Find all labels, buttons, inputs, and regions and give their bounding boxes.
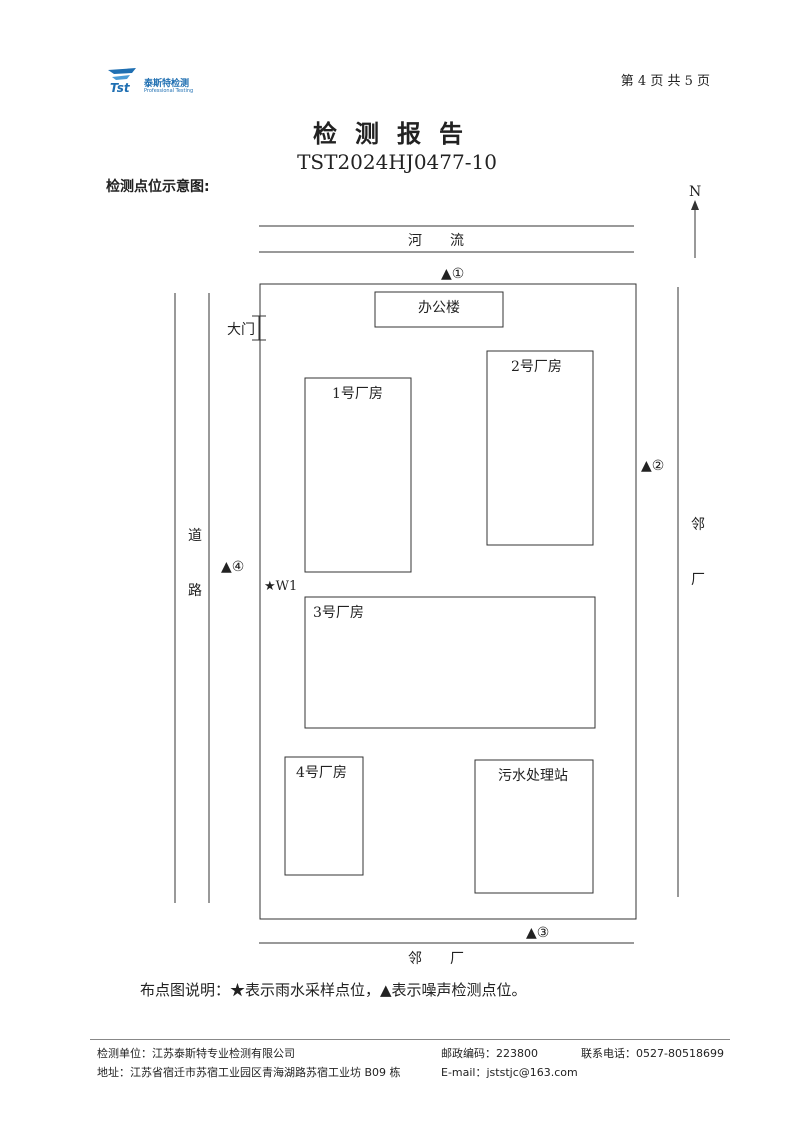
south-neighbor-label: 邻 厂	[408, 951, 464, 967]
sewage-station-label: 污水处理站	[498, 768, 568, 784]
noise-point-1: ▲①	[441, 266, 464, 282]
road-label-2: 路	[188, 583, 202, 599]
rain-sampling-point: ★W1	[264, 579, 297, 594]
noise-point-3: ▲③	[526, 925, 549, 941]
east-neighbor-label-2: 厂	[691, 572, 705, 588]
logo-mark-icon: Tst	[108, 68, 136, 94]
north-label: N	[689, 184, 701, 200]
plant-4-label: 4号厂房	[296, 765, 347, 781]
plant-3-label: 3号厂房	[313, 605, 364, 621]
footer-address: 地址：江苏省宿迁市苏宿工业园区青海湖路苏宿工业坊 B09 栋	[97, 1066, 401, 1079]
office-building	[374, 291, 504, 328]
logo-cn-text: 泰斯特检测	[144, 79, 190, 89]
plant-1-building	[304, 377, 412, 573]
footer-email: E-mail：jststjc@163.com	[441, 1066, 578, 1079]
page-info: 第 4 页 共 5 页	[620, 74, 710, 89]
section-label: 检测点位示意图:	[106, 179, 210, 195]
plant-3-building	[304, 596, 596, 729]
river-label: 河 流	[408, 233, 464, 249]
noise-point-4: ▲④	[221, 559, 244, 575]
site-boundary	[259, 283, 637, 920]
report-title: 检测报告	[313, 120, 481, 148]
legend-note: 布点图说明：★表示雨水采样点位，▲表示噪声检测点位。	[140, 981, 527, 999]
footer-divider	[90, 1039, 730, 1040]
logo-en-text: Professional Testing	[144, 88, 194, 94]
office-label: 办公楼	[418, 300, 460, 316]
road-label-1: 道	[188, 528, 202, 544]
noise-point-2: ▲②	[641, 458, 664, 474]
logo-mark-text: Tst	[110, 81, 131, 94]
footer-postcode: 邮政编码：223800	[441, 1047, 538, 1060]
north-arrow-icon	[691, 200, 699, 210]
footer-unit: 检测单位：江苏泰斯特专业检测有限公司	[97, 1047, 295, 1060]
plant-1-label: 1号厂房	[332, 386, 383, 402]
plant-2-label: 2号厂房	[511, 359, 562, 375]
report-number: TST2024HJ0477-10	[297, 150, 497, 174]
sewage-station-building	[474, 759, 594, 894]
gate-label: 大门	[227, 322, 255, 338]
footer-phone: 联系电话：0527-80518699	[581, 1047, 724, 1060]
plant-4-building	[284, 756, 364, 876]
company-logo: Tst 泰斯特检测 Professional Testing	[106, 66, 206, 96]
plant-2-building	[486, 350, 594, 546]
east-neighbor-label-1: 邻	[691, 517, 705, 533]
